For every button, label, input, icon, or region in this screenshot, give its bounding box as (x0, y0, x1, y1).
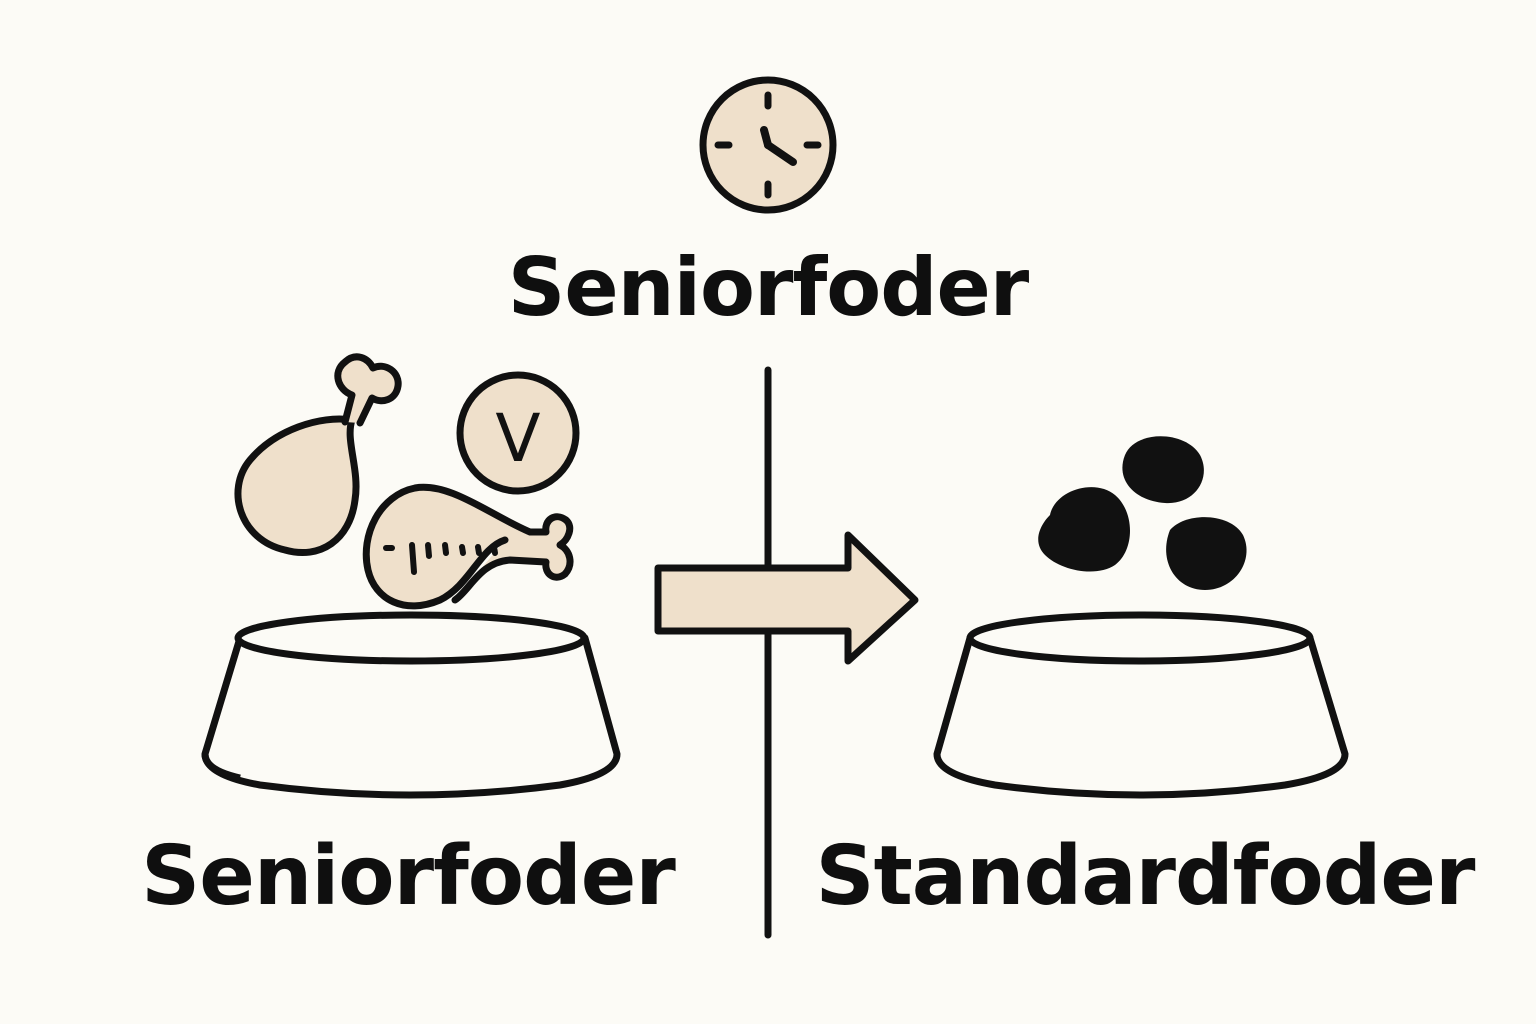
bowl-icon (933, 611, 1349, 799)
vitamin-letter: V (495, 400, 540, 477)
chicken-drumstick-icon (362, 483, 574, 610)
bowl-icon (201, 611, 621, 799)
chicken-drumstick-icon (234, 353, 402, 557)
right-label: Standardfoder (815, 829, 1476, 924)
clock-icon (699, 76, 837, 214)
left-label: Seniorfoder (141, 829, 676, 924)
vitamin-badge-icon: V (456, 371, 580, 495)
kibble-icon (1038, 436, 1247, 590)
arrow-right-icon (654, 531, 919, 665)
page-title: Seniorfoder (507, 241, 1029, 334)
